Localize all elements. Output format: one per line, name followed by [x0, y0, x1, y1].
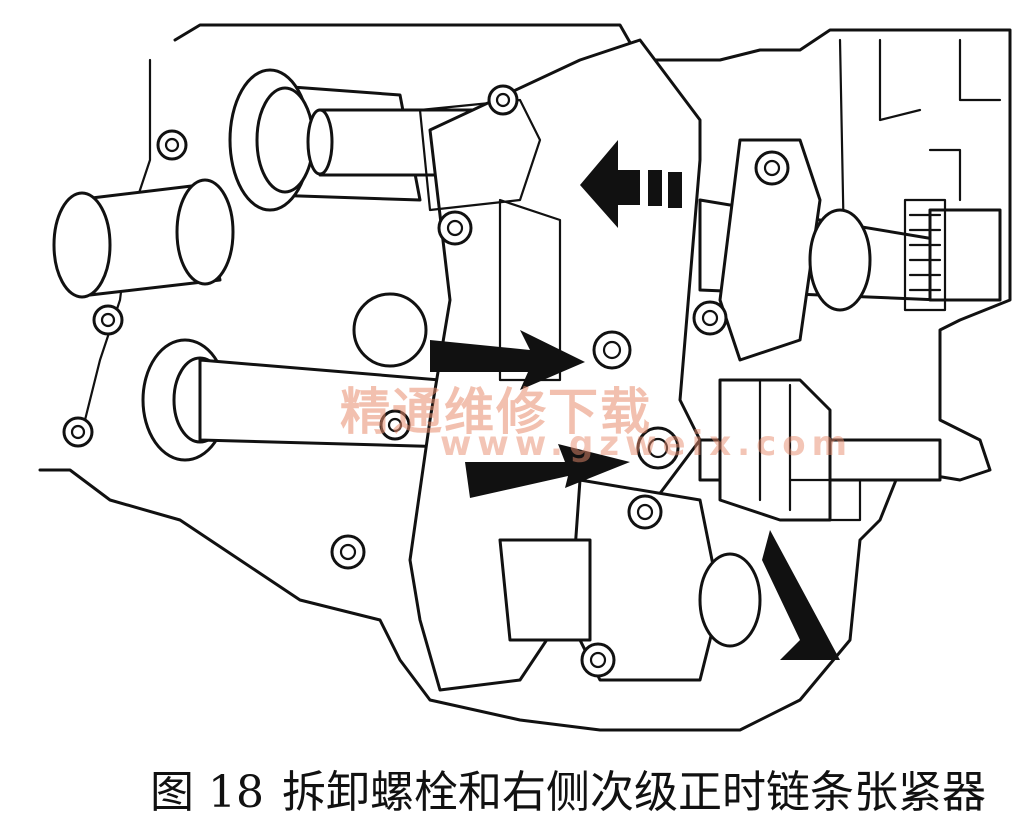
indicator-arrow-middle — [430, 330, 585, 390]
bolt-1 — [156, 129, 188, 161]
bolt-13 — [379, 409, 411, 441]
bolt-4 — [754, 150, 790, 186]
bolts — [62, 84, 790, 678]
indicator-arrow-lower — [465, 444, 630, 498]
bolt-2 — [487, 84, 519, 116]
indicator-arrow-tensioner — [762, 530, 840, 660]
bolt-8 — [636, 426, 680, 470]
indicator-arrow-top — [580, 140, 682, 228]
figure-label: 图 18 — [150, 767, 264, 818]
bolt-6 — [92, 304, 124, 336]
plug-hole — [352, 292, 428, 368]
lower-right-cap — [498, 478, 762, 682]
bolt-3 — [437, 210, 473, 246]
line-drawing — [38, 23, 1012, 732]
engine-camshaft-illustration — [38, 23, 1012, 732]
bolt-10 — [627, 494, 663, 530]
bolt-9 — [62, 416, 94, 448]
bolt-5 — [692, 300, 728, 336]
bolt-7 — [592, 330, 632, 370]
bolt-12 — [580, 642, 616, 678]
bolt-11 — [330, 534, 366, 570]
left-plug — [52, 178, 235, 299]
figure-caption-text: 拆卸螺栓和右侧次级正时链条张紧器 — [282, 767, 986, 818]
figure-caption: 图 18 拆卸螺栓和右侧次级正时链条张紧器 — [0, 752, 1036, 822]
chain-tensioner — [718, 378, 862, 522]
timing-chain — [903, 148, 962, 312]
